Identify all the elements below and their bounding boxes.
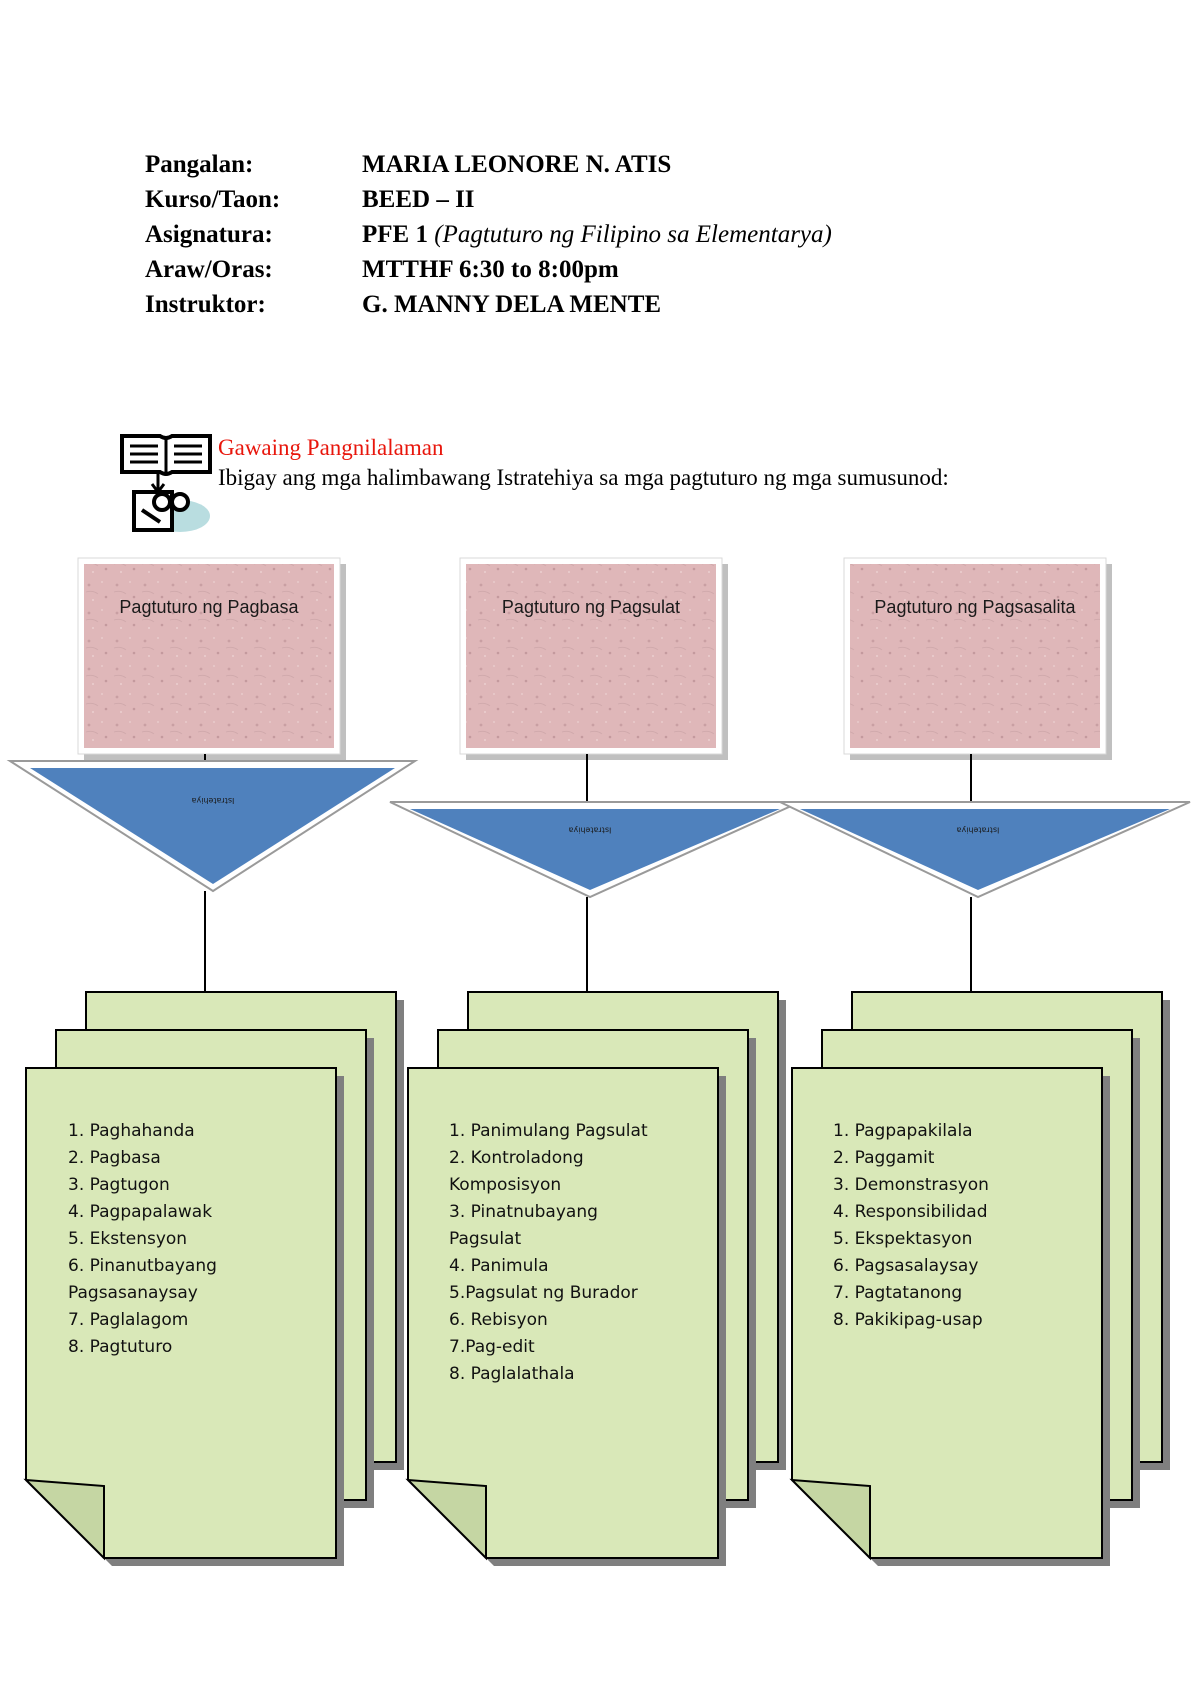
strategy-triangle: [30, 768, 395, 884]
list-item: 2. Paggamit: [833, 1148, 935, 1168]
course-value: BEED – II: [362, 186, 475, 213]
list-item: 8. Pakikipag-usap: [833, 1310, 983, 1330]
list-item: 3. Demonstrasyon: [833, 1175, 989, 1195]
list-item: 4. Responsibilidad: [833, 1202, 988, 1222]
list-item: 5. Ekspektasyon: [833, 1229, 972, 1249]
list-item: 1. Pagpapakilala: [833, 1121, 973, 1141]
schedule-label: Araw/Oras:: [145, 256, 273, 283]
info-row-name: Pangalan: MARIA LEONORE N. ATIS: [145, 147, 832, 182]
triangle-label: Istratehiya: [191, 796, 234, 805]
subject-value: PFE 1 (Pagtuturo ng Filipino sa Elementa…: [362, 217, 832, 252]
subject-code: PFE 1: [362, 221, 428, 248]
list-item: Pagsasanaysay: [68, 1283, 198, 1303]
list-item: 6. Rebisyon: [449, 1310, 548, 1330]
list-item: Komposisyon: [449, 1175, 561, 1195]
list-item: 5.Pagsulat ng Burador: [449, 1283, 638, 1303]
list-item: Pagsulat: [449, 1229, 521, 1249]
list-item: 1. Paghahanda: [68, 1121, 195, 1141]
column-title: Pagtuturo ng Pagsulat: [502, 597, 680, 617]
column-title: Pagtuturo ng Pagbasa: [119, 597, 299, 617]
list-item: 8. Paglalathala: [449, 1364, 575, 1384]
book-and-scroll-icon: [120, 434, 212, 532]
info-row-schedule: Araw/Oras: MTTHF 6:30 to 8:00pm: [145, 252, 832, 287]
name-value: MARIA LEONORE N. ATIS: [362, 151, 672, 178]
triangle-label: Istratehiya: [568, 825, 611, 834]
triangle-label: Istratehiya: [956, 825, 999, 834]
list-item: 4. Pagpapalawak: [68, 1202, 212, 1222]
info-block: Pangalan: MARIA LEONORE N. ATIS Kurso/Ta…: [145, 147, 832, 322]
list-item: 7. Paglalagom: [68, 1310, 188, 1330]
info-row-subject: Asignatura: PFE 1 (Pagtuturo ng Filipino…: [145, 217, 832, 252]
schedule-value: MTTHF 6:30 to 8:00pm: [362, 256, 619, 283]
column-title: Pagtuturo ng Pagsasalita: [874, 597, 1076, 617]
info-row-course: Kurso/Taon: BEED – II: [145, 182, 832, 217]
name-label: Pangalan:: [145, 151, 254, 178]
task-title: Gawaing Pangnilalaman: [218, 435, 444, 460]
subject-label: Asignatura:: [145, 221, 273, 248]
list-item: 5. Ekstensyon: [68, 1229, 187, 1249]
page-fold: [405, 1478, 487, 1561]
instructor-label: Instruktor:: [145, 291, 266, 318]
page-fold: [23, 1478, 105, 1561]
subject-description: (Pagtuturo ng Filipino sa Elementarya): [434, 221, 832, 248]
list-item: 8. Pagtuturo: [68, 1337, 172, 1357]
front-page: [791, 1067, 1103, 1559]
list-item: 6. Pagsasalaysay: [833, 1256, 978, 1276]
course-label: Kurso/Taon:: [145, 186, 281, 213]
title-box: [84, 564, 334, 748]
list-item: 2. Pagbasa: [68, 1148, 161, 1168]
list-item: 7. Pagtatanong: [833, 1283, 962, 1303]
list-item: 1. Panimulang Pagsulat: [449, 1121, 648, 1141]
strategy-triangle: [800, 809, 1170, 890]
title-box: [466, 564, 716, 748]
title-box: [850, 564, 1100, 748]
strategy-triangle: [410, 809, 780, 890]
task-instruction: Ibigay ang mga halimbawang Istratehiya s…: [218, 465, 949, 490]
page-fold: [789, 1478, 871, 1561]
front-page: [25, 1067, 337, 1559]
list-item: 2. Kontroladong: [449, 1148, 584, 1168]
list-item: 6. Pinanutbayang: [68, 1256, 217, 1276]
list-item: 4. Panimula: [449, 1256, 549, 1276]
front-page: [407, 1067, 719, 1559]
info-row-instructor: Instruktor: G. MANNY DELA MENTE: [145, 287, 832, 322]
list-item: 3. Pinatnubayang: [449, 1202, 598, 1222]
list-item: 7.Pag-edit: [449, 1337, 535, 1357]
list-item: 3. Pagtugon: [68, 1175, 170, 1195]
instructor-value: G. MANNY DELA MENTE: [362, 291, 662, 318]
